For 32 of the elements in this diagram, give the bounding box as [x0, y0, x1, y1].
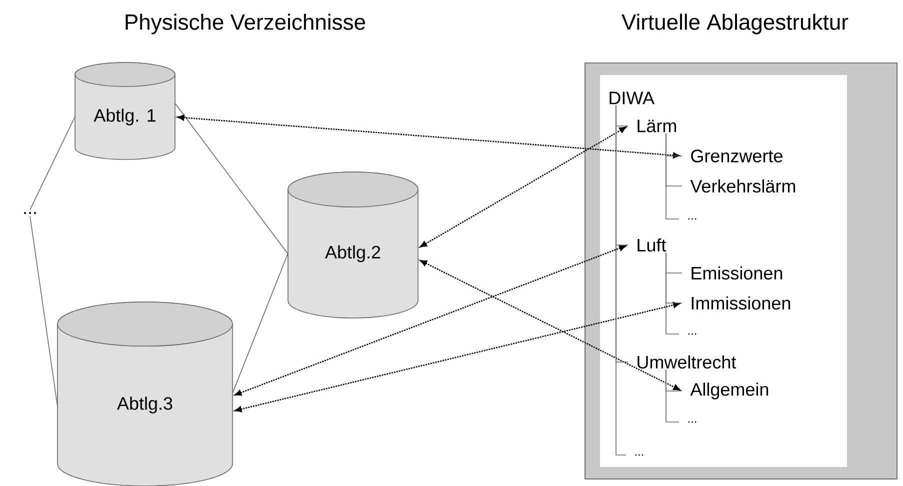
dotted-arrow: [234, 245, 626, 396]
tree-line: [666, 252, 680, 334]
tree-item: Lärm: [638, 120, 676, 132]
tree-item: Grenzwerte: [691, 150, 782, 162]
ellipsis: ...: [688, 218, 696, 220]
tree-line: [616, 104, 626, 456]
cylinder: Abtlg.3: [57, 302, 233, 486]
dotted-arrow: [177, 114, 680, 158]
cylinder: Abtlg.2: [288, 172, 418, 318]
connector-line: [30, 216, 58, 406]
panel-heading: Virtuelle Ablagestruktur: [622, 14, 848, 34]
connector-line: [174, 103, 288, 254]
cylinder: Abtlg. 1: [74, 62, 176, 160]
tree-item: Verkehrslärm: [690, 179, 796, 193]
dotted-arrow: [420, 126, 626, 248]
connector-line: [232, 253, 288, 394]
tree-item: Luft: [638, 238, 666, 252]
tree-line: [666, 133, 680, 220]
ellipsis: ...: [688, 333, 696, 335]
connector-line: [30, 116, 76, 210]
section-heading: Physische Verzeichnisse: [126, 14, 366, 34]
tree-line: [666, 369, 680, 422]
ellipsis: ...: [635, 454, 644, 456]
dotted-arrow: [234, 302, 680, 412]
tree-item: DIWA: [610, 92, 654, 104]
ellipsis: ...: [688, 421, 696, 423]
dotted-arrow: [420, 260, 680, 390]
tree-item: Emissionen: [692, 266, 782, 280]
tree-item: Immissionen: [692, 296, 790, 310]
ellipsis: ...: [24, 212, 36, 214]
tree-item: Umweltrecht: [638, 355, 736, 369]
tree-item: Allgemein: [690, 382, 768, 400]
